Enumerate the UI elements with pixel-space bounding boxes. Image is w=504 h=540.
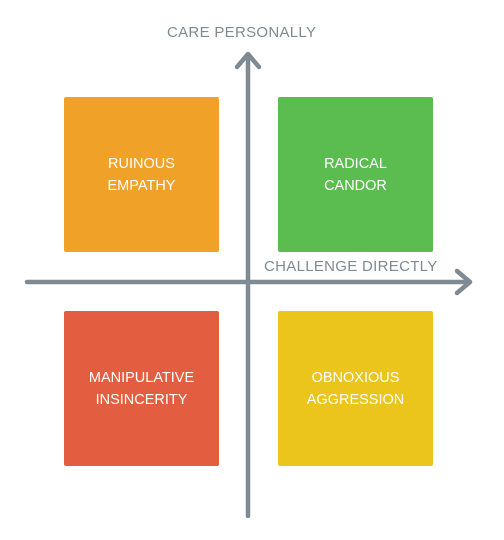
quadrant-manipulative-insincerity: MANIPULATIVE INSINCERITY <box>64 311 219 466</box>
quadrant-label-line2: EMPATHY <box>107 177 176 194</box>
quadrant-label: MANIPULATIVE INSINCERITY <box>89 367 194 411</box>
quadrant-label-line1: OBNOXIOUS <box>311 369 400 386</box>
quadrant-label-line2: AGGRESSION <box>306 391 405 408</box>
quadrant-label: RUINOUS EMPATHY <box>108 153 176 197</box>
x-axis-arrowhead <box>454 268 473 296</box>
quadrant-label-line1: RADICAL <box>324 155 387 172</box>
quadrant-label-line1: MANIPULATIVE <box>88 369 195 386</box>
quadrant-label-line2: INSINCERITY <box>95 391 188 408</box>
y-axis-label: CARE PERSONALLY <box>167 24 317 41</box>
y-axis-arrowhead <box>234 51 262 70</box>
quadrant-label-line2: CANDOR <box>324 177 387 194</box>
x-axis-label: CHALLENGE DIRECTLY <box>264 258 438 275</box>
quadrant-radical-candor: RADICAL CANDOR <box>278 97 433 252</box>
quadrant-label-line1: RUINOUS <box>108 155 175 172</box>
quadrant-label: OBNOXIOUS AGGRESSION <box>307 367 405 411</box>
quadrant-ruinous-empathy: RUINOUS EMPATHY <box>64 97 219 252</box>
quadrant-obnoxious-aggression: OBNOXIOUS AGGRESSION <box>278 311 433 466</box>
quadrant-label: RADICAL CANDOR <box>324 153 387 197</box>
